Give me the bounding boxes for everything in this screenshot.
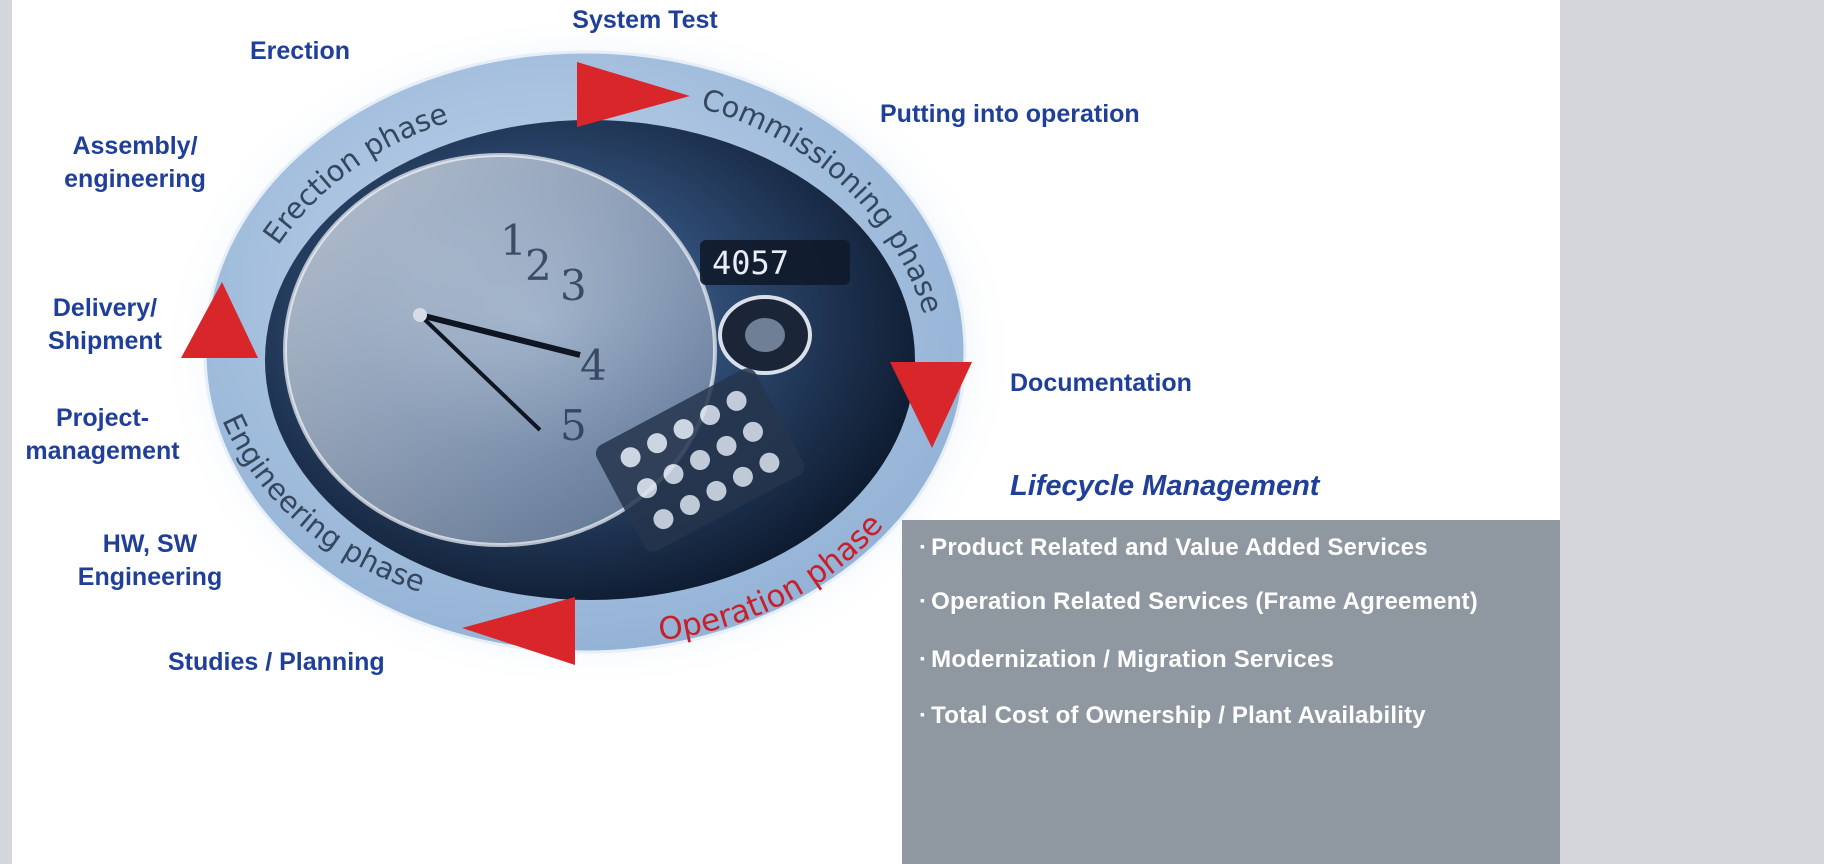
step-project-line2: management — [25, 437, 180, 465]
step-hwsw-line2: Engineering — [77, 563, 223, 591]
clock-numeral: 5 — [560, 401, 587, 450]
step-project-line1: Project- — [55, 404, 150, 432]
step-studies-planning: Studies / Planning — [168, 648, 385, 676]
step-project-management: Project- management — [10, 402, 195, 468]
step-erection: Erection — [249, 37, 351, 65]
clock-hand — [418, 313, 542, 432]
step-delivery-line1: Delivery/ — [52, 294, 158, 322]
lifecycle-item-text: Product Related and Value Added Services — [931, 534, 1428, 561]
clock-numeral: 1 — [500, 216, 527, 265]
digital-readout: 4057 — [712, 244, 789, 282]
bullet-icon: ▪ — [920, 538, 926, 554]
lifecycle-item-text: Modernization / Migration Services — [931, 646, 1335, 673]
step-putting-into-operation: Putting into operation — [880, 100, 1140, 128]
step-documentation: Documentation — [1010, 369, 1192, 397]
lifecycle-item: ▪ Operation Related Services (Frame Agree… — [920, 588, 1478, 616]
lifecycle-title: Lifecycle Management — [1010, 470, 1320, 502]
clock-pivot — [413, 308, 427, 322]
step-delivery-shipment: Delivery/ Shipment — [15, 292, 195, 358]
step-assembly-line2: engineering — [64, 165, 206, 193]
clock-numeral: 2 — [525, 241, 552, 290]
arrow-left-bottom — [462, 597, 575, 665]
lifecycle-item: ▪ Total Cost of Ownership / Plant Availab… — [920, 702, 1426, 730]
step-delivery-line2: Shipment — [48, 327, 162, 355]
bullet-icon: ▪ — [920, 706, 926, 722]
lifecycle-item: ▪ Product Related and Value Added Service… — [920, 534, 1428, 562]
clock-hand — [419, 312, 581, 358]
digital-display — [700, 240, 850, 285]
knob-center — [745, 318, 785, 352]
bullet-icon: ▪ — [920, 592, 926, 608]
arrow-down-right — [890, 362, 972, 448]
lifecycle-item-text: Operation Related Services (Frame Agreem… — [931, 588, 1478, 615]
bullet-icon: ▪ — [920, 650, 926, 666]
arrow-right-top — [577, 62, 690, 127]
clock-numeral: 3 — [560, 261, 587, 310]
left-margin-strip — [0, 0, 12, 864]
lifecycle-services-panel: ▪ Product Related and Value Added Service… — [902, 520, 1560, 864]
keypad — [595, 368, 805, 552]
step-assembly-engineering: Assembly/ engineering — [40, 130, 230, 196]
step-hw-sw-engineering: HW, SW Engineering — [55, 528, 245, 594]
clock-numeral: 4 — [580, 341, 607, 390]
clock-face-rim — [283, 153, 717, 547]
step-hwsw-line1: HW, SW — [102, 530, 198, 558]
arrow-up-left — [181, 282, 258, 358]
step-assembly-line1: Assembly/ — [72, 132, 198, 160]
lifecycle-item: ▪ Modernization / Migration Services — [920, 646, 1334, 674]
step-system-test: System Test — [572, 6, 718, 34]
right-margin-strip — [1560, 0, 1824, 864]
lifecycle-item-text: Total Cost of Ownership / Plant Availabi… — [931, 702, 1426, 729]
